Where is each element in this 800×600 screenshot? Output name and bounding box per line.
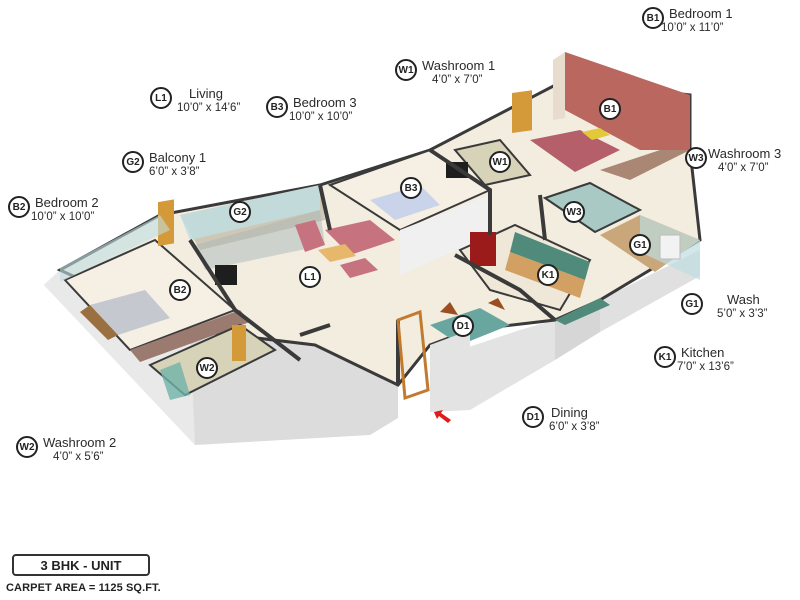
room-code-badge: B2	[8, 196, 30, 218]
room-size: 7’0” x 13’6”	[677, 361, 734, 373]
room-code-badge: G2	[122, 151, 144, 173]
marker-l1: L1	[299, 266, 321, 288]
marker-b1: B1	[599, 98, 621, 120]
carpet-area-label: CARPET AREA = 1125 SQ.FT.	[6, 582, 161, 594]
room-name: Dining	[551, 405, 588, 420]
room-code-badge: W1	[395, 59, 417, 81]
room-name: Bedroom 3	[293, 95, 357, 110]
marker-w3: W3	[563, 201, 585, 223]
marker-w1: W1	[489, 151, 511, 173]
marker-b2: B2	[169, 279, 191, 301]
room-size: 6’0” x 3’8”	[549, 421, 600, 433]
room-size: 4’0” x 5’6”	[53, 451, 104, 463]
room-name: Balcony 1	[149, 150, 207, 165]
room-name: Washroom 1	[422, 58, 496, 73]
room-name: Bedroom 1	[669, 6, 733, 21]
bedroom1-accent-wall	[565, 52, 690, 150]
room-code-badge: W2	[16, 436, 38, 458]
room-size: 10’0” x 11’0”	[661, 22, 724, 34]
entry-arrow-icon	[434, 410, 451, 423]
room-size: 10’0” x 10’0”	[31, 211, 95, 223]
marker-g1: G1	[629, 234, 651, 256]
room-code-badge: D1	[522, 406, 544, 428]
room-name: Washroom 2	[43, 435, 117, 450]
marker-k1: K1	[537, 264, 559, 286]
room-name: Wash	[727, 292, 760, 307]
room-code-badge: W3	[685, 147, 707, 169]
room-size: 10’0” x 14’6”	[177, 102, 241, 114]
marker-b3: B3	[400, 177, 422, 199]
interior-walls	[188, 148, 557, 385]
room-name: Living	[189, 86, 223, 101]
marker-w2: W2	[196, 357, 218, 379]
room-code-badge: B1	[642, 7, 664, 29]
room-name: Bedroom 2	[35, 195, 99, 210]
room-code-badge: K1	[654, 346, 676, 368]
room-size: 4’0” x 7’0”	[718, 162, 769, 174]
marker-d1: D1	[452, 315, 474, 337]
room-code-badge: L1	[150, 87, 172, 109]
room-name: Kitchen	[681, 345, 725, 360]
room-code-badge: B3	[266, 96, 288, 118]
room-size: 6’0” x 3’8”	[149, 166, 200, 178]
room-size: 4’0” x 7’0”	[432, 74, 483, 86]
marker-g2: G2	[229, 201, 251, 223]
room-code-badge: G1	[681, 293, 703, 315]
room-name: Washroom 3	[708, 146, 782, 161]
unit-type-label: 3 BHK - UNIT	[12, 554, 150, 576]
room-size: 10’0” x 10’0”	[289, 111, 353, 123]
room-size: 5’0” x 3’3”	[717, 308, 768, 320]
